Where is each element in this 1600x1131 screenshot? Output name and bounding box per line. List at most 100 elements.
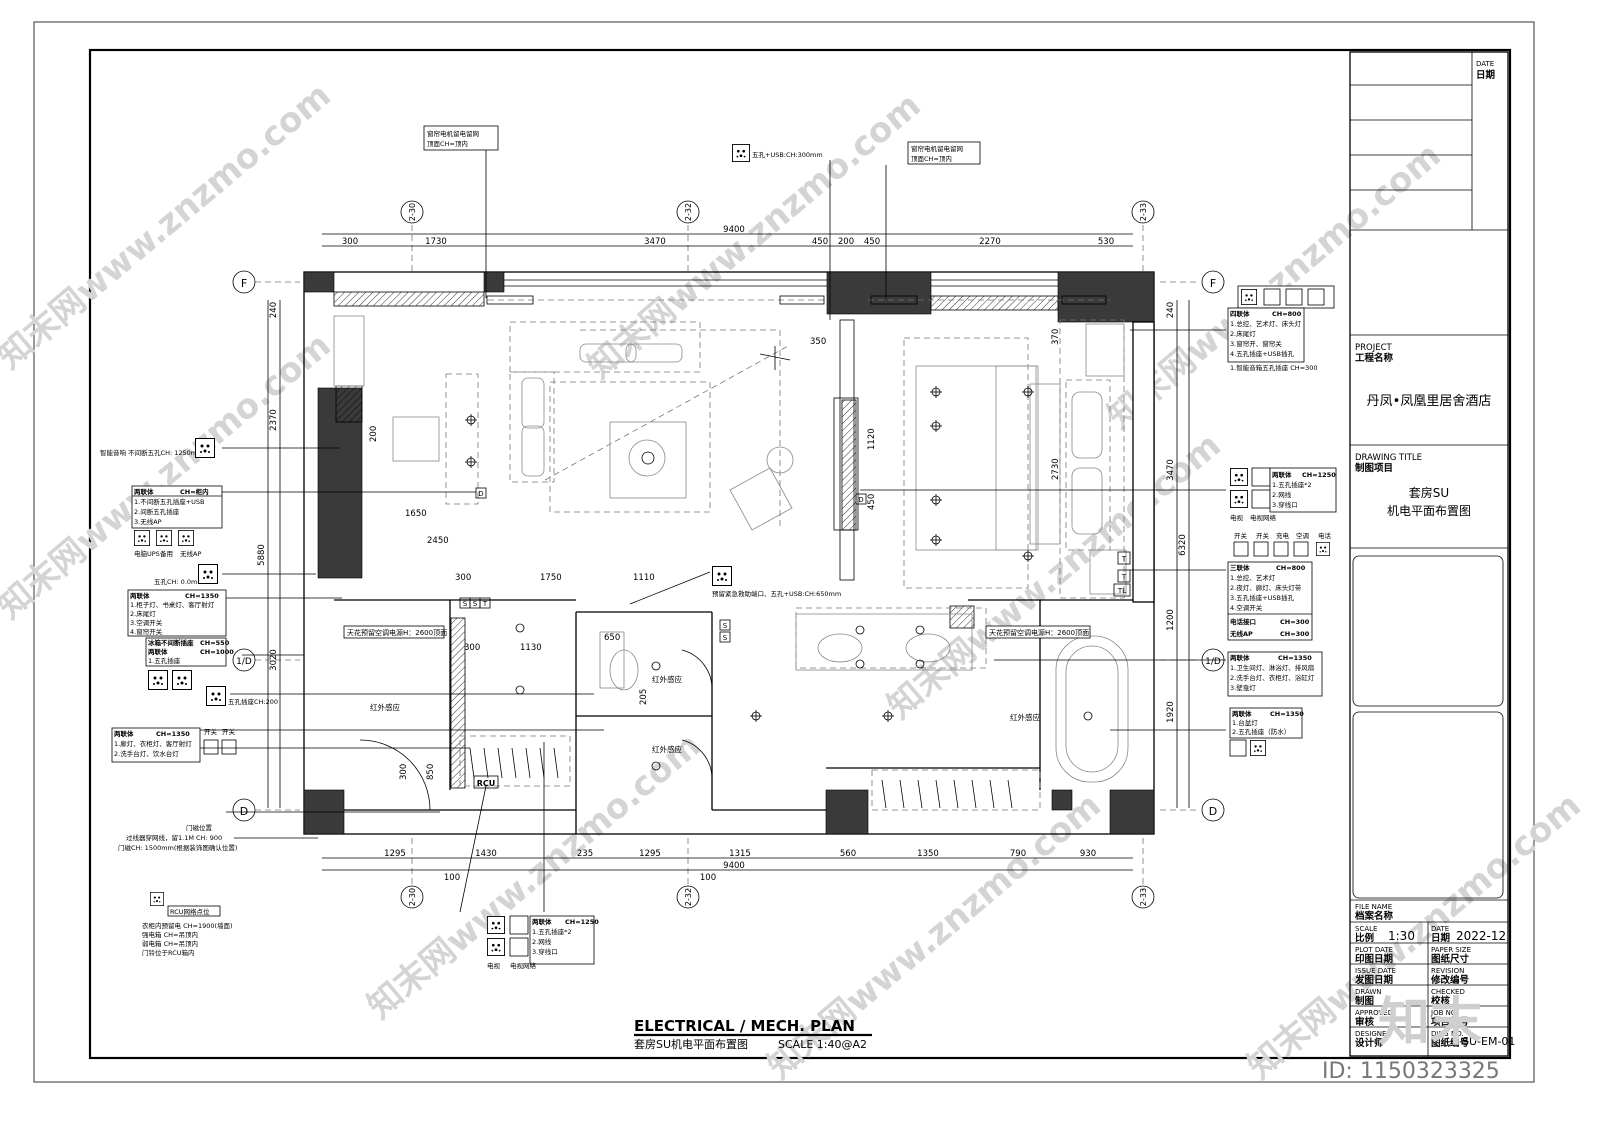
file-name-en-label: FILE NAME	[1355, 903, 1392, 911]
leader-lines	[196, 150, 1226, 913]
callout-right-box-3: 开关 开关 充电 空调 电话 三联体 CH=800 1.总控、艺术灯 2.夜灯、…	[1227, 531, 1332, 641]
svg-text:1.五孔插座: 1.五孔插座	[148, 656, 181, 665]
callout-left-socket: 五孔CH: 0.0mm	[154, 564, 218, 586]
wall-column	[303, 271, 335, 293]
svg-text:开关: 开关	[1234, 531, 1248, 540]
svg-text:1.台盆灯: 1.台盆灯	[1232, 718, 1258, 727]
svg-text:2.五孔插座（防水）: 2.五孔插座（防水）	[1232, 727, 1290, 736]
svg-text:3.穿线口: 3.穿线口	[532, 947, 558, 956]
svg-text:2.洗手台灯、饮水台灯: 2.洗手台灯、饮水台灯	[114, 749, 179, 758]
axis-top-2: 2-32	[684, 203, 693, 221]
svg-text:两联体: 两联体	[1272, 470, 1292, 479]
revision-cn-label: 修改编号	[1430, 974, 1470, 986]
svg-text:3.空调开关: 3.空调开关	[130, 618, 163, 627]
wall-column	[826, 271, 932, 315]
light-fixtures	[465, 386, 1093, 771]
dim-int-200: 200	[369, 426, 379, 442]
svg-text:开关: 开关	[1256, 531, 1270, 540]
date2-en-label: DATE	[1431, 925, 1449, 933]
svg-text:CH=300: CH=300	[1280, 630, 1310, 638]
tag-s-4: S	[723, 634, 728, 642]
callout-right-box-2: 两联体 CH=1250 1.五孔插座*2 2.网线 3.穿线口 电视 电视网络	[1230, 467, 1337, 522]
axis-left-1: F	[241, 277, 247, 290]
tag-t-1: T	[482, 600, 488, 608]
svg-text:CH=柜内: CH=柜内	[180, 487, 209, 496]
svg-text:门磁位置: 门磁位置	[186, 823, 213, 832]
approved-cn-label: 审核	[1355, 1016, 1375, 1028]
svg-text:智能音响 不间断五孔CH: 1250mm: 智能音响 不间断五孔CH: 1250mm	[100, 448, 203, 457]
dim-top-seg-4: 450	[812, 237, 828, 247]
sheet-inner-border	[88, 48, 1512, 1060]
svg-text:四联体: 四联体	[1230, 309, 1250, 318]
sheet-outer-border	[33, 21, 1535, 1083]
callout-left-box-1: 两联体 CH=柜内 1.不间断五孔插座+USB 2.间断五孔插座 3.无线AP …	[131, 485, 223, 558]
grid-axes: 2-30 2-32 2-33 2-30 2-32 2-33 F 1/D D F …	[232, 200, 1225, 909]
svg-text:1.总控、艺术灯: 1.总控、艺术灯	[1230, 573, 1276, 582]
dim-bottom-small-1: 100	[444, 873, 460, 883]
dim-int-2730: 2730	[1051, 458, 1061, 480]
svg-text:两联体: 两联体	[532, 917, 552, 926]
paper-size-cn-label: 图纸尺寸	[1431, 953, 1470, 965]
svg-text:1.五孔插座*2: 1.五孔插座*2	[532, 927, 572, 936]
svg-text:两联体: 两联体	[148, 647, 168, 656]
dim-left-seg-1: 240	[269, 302, 279, 318]
svg-text:1.廊灯、衣柜灯、客厅射灯: 1.廊灯、衣柜灯、客厅射灯	[114, 739, 192, 748]
approved-en-label: APPROVED	[1355, 1009, 1393, 1017]
dim-left-total: 5880	[257, 544, 267, 566]
svg-text:2.夜灯、廊灯、床头灯带: 2.夜灯、廊灯、床头灯带	[1230, 583, 1302, 592]
dim-int-2450: 2450	[427, 536, 449, 546]
svg-text:电视网络: 电视网络	[1250, 513, 1277, 522]
file-name-cn-label: 档案名称	[1355, 910, 1394, 922]
tag-s-1: S	[463, 600, 468, 608]
dim-right-total: 6320	[1178, 534, 1188, 556]
axis-top-1: 2-30	[408, 203, 417, 221]
svg-text:CH=800: CH=800	[1272, 310, 1302, 318]
tag-s-2: S	[473, 600, 478, 608]
dim-bottom-seg-4: 1295	[639, 849, 661, 859]
svg-text:空调: 空调	[1296, 531, 1309, 540]
callout-emergency: 预留紧急救助端口、五孔+USB:CH:650mm	[712, 566, 841, 598]
svg-text:窗帘电机留电留网: 窗帘电机留电留网	[911, 144, 963, 153]
drawing-title-cn: 套房SU机电平面布置图	[634, 1037, 748, 1051]
drawing-title-cn-label: 制图项目	[1355, 462, 1393, 474]
svg-text:CH=1350: CH=1350	[1270, 710, 1304, 718]
date2-cn-label: 日期	[1431, 932, 1450, 944]
dim-int-300c: 300	[399, 764, 409, 780]
drawing-title-block: ELECTRICAL / MECH. PLAN 套房SU机电平面布置图 SCAL…	[634, 1017, 872, 1051]
svg-text:电视: 电视	[487, 961, 501, 970]
tag-d-2: D	[858, 496, 863, 504]
wall-column	[1109, 789, 1155, 835]
infrared-label-3: 红外感应	[652, 744, 682, 754]
dim-top-seg-7: 2270	[979, 237, 1001, 247]
issue-date-cn-label: 发图日期	[1354, 974, 1393, 986]
svg-text:两联体: 两联体	[1232, 709, 1252, 718]
axis-left-3: D	[240, 805, 248, 818]
ceiling-ac-note-right: 天花预留空调电源H：2600顶面	[989, 628, 1089, 637]
dwg-no-value: SU-EM-01	[1462, 1035, 1515, 1048]
dim-int-450: 450	[867, 494, 877, 510]
callout-door-magnet: 门磁位置 过线器穿网线，留1.1M CH: 900 门磁CH: 1500mm(根…	[118, 823, 237, 852]
svg-text:两联体: 两联体	[134, 487, 154, 496]
svg-text:1.柜子灯、书桌灯、客厅射灯: 1.柜子灯、书桌灯、客厅射灯	[130, 600, 215, 609]
dim-top-seg-6: 450	[864, 237, 880, 247]
svg-text:2.网线: 2.网线	[532, 937, 552, 946]
dim-right-seg-2: 3470	[1166, 459, 1176, 481]
dim-left-seg-2: 2370	[269, 409, 279, 431]
dim-right-seg-3: 1200	[1166, 609, 1176, 631]
svg-text:2.洗手台灯、衣柜灯、浴缸灯: 2.洗手台灯、衣柜灯、浴缸灯	[1230, 673, 1315, 682]
axis-right-2: 1/D	[1205, 657, 1221, 667]
tag-t-3: T	[1121, 573, 1127, 581]
svg-text:冰箱不间断插座: 冰箱不间断插座	[148, 638, 194, 647]
svg-text:无线AP: 无线AP	[1229, 629, 1253, 638]
tag-tl: TL	[1117, 587, 1126, 595]
svg-text:2.床尾灯: 2.床尾灯	[130, 609, 156, 618]
scale-en-label: SCALE	[1355, 925, 1377, 933]
paper-size-en-label: PAPER SIZE	[1431, 946, 1471, 954]
tag-d-1: D	[478, 490, 483, 498]
infrared-label-4: 红外感应	[1010, 712, 1040, 722]
checked-en-label: CHECKED	[1431, 988, 1465, 996]
drawing-name-line2: 机电平面布置图	[1387, 504, 1471, 518]
dim-bottom-seg-2: 1430	[475, 849, 497, 859]
checked-cn-label: 校核	[1431, 995, 1451, 1007]
callout-curtain-left: 窗帘电机留电留网 顶面CH=顶内	[423, 125, 499, 151]
